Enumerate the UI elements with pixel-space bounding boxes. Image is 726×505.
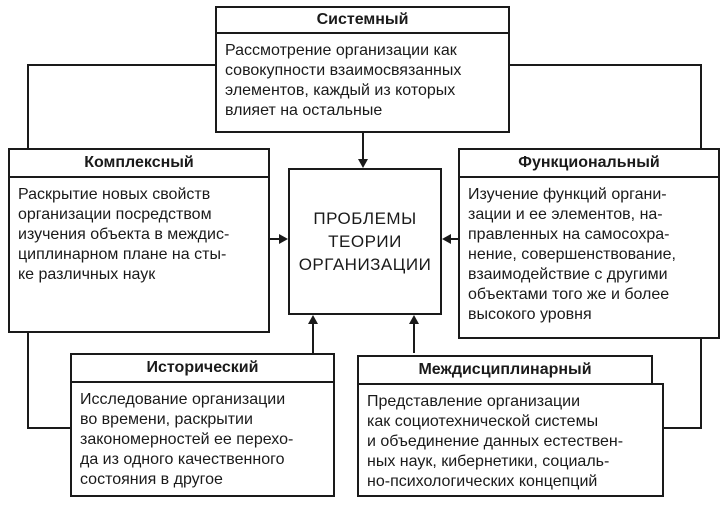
- connector-line-bottom-right-horizontal: [664, 427, 702, 429]
- arrow-left-icon: [442, 234, 451, 244]
- connector-line-top-left-horizontal: [27, 64, 217, 66]
- arrow-functional-to-center-shaft: [449, 238, 458, 240]
- arrow-complex-to-center-shaft: [270, 238, 281, 240]
- connector-line-bottom-left-horizontal: [27, 427, 72, 429]
- connector-line-bottom-right-vertical: [700, 337, 702, 429]
- complex-box-title: Комплексный: [8, 148, 270, 178]
- connector-line-bottom-left-vertical: [27, 331, 29, 429]
- historical-box-description: Исследование организации во времени, рас…: [70, 381, 335, 497]
- arrow-historical-to-center-shaft: [312, 322, 314, 353]
- interdisciplinary-box-description: Представление организации как социотехни…: [357, 383, 664, 497]
- connector-line-top-right-horizontal: [510, 64, 702, 66]
- interdisciplinary-box-title: Междисциплинарный: [357, 355, 653, 385]
- arrow-down-icon: [358, 159, 368, 168]
- functional-box-description: Изучение функций органи- зации и ее элем…: [458, 176, 720, 339]
- center-box-problems-of-organization-theory: ПРОБЛЕМЫ ТЕОРИИ ОРГАНИЗАЦИИ: [288, 168, 442, 315]
- connector-line-top-left-vertical: [27, 64, 29, 150]
- arrow-interdisciplinary-to-center-shaft: [413, 322, 415, 353]
- historical-box-title: Исторический: [70, 353, 335, 383]
- arrow-up-icon: [409, 315, 419, 324]
- arrow-up-icon: [308, 315, 318, 324]
- functional-box-title: Функциональный: [458, 148, 720, 178]
- arrow-systemic-to-center-shaft: [362, 133, 364, 161]
- complex-box-description: Раскрытие новых свойств организации поср…: [8, 176, 270, 333]
- arrow-right-icon: [279, 234, 288, 244]
- connector-line-top-right-vertical: [700, 64, 702, 150]
- systemic-box-description: Рассмотрение организации как совокупност…: [215, 32, 510, 133]
- systemic-box-title: Системный: [215, 6, 510, 34]
